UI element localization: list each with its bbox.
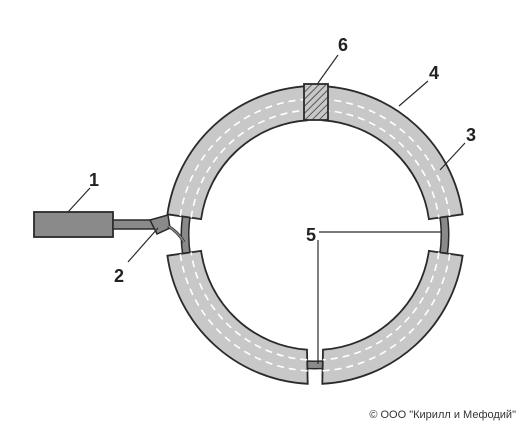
magnet-segment-se [321, 249, 464, 385]
inflector [148, 214, 171, 235]
label-1: 1 [89, 170, 99, 190]
magnet-segment-ne-dashes [322, 98, 451, 217]
leader-line-6 [317, 54, 339, 84]
leader-line-2 [127, 227, 159, 263]
inflector-curve-fill [167, 225, 185, 243]
label-2: 2 [114, 266, 124, 286]
label-4: 4 [429, 63, 439, 83]
label-3: 3 [466, 125, 476, 145]
leader-line-1 [67, 187, 91, 213]
leader-line-3 [439, 142, 466, 171]
label-5: 5 [306, 225, 316, 245]
magnet-segment-nw-dashes [179, 98, 308, 217]
magnet-segment-sw-dashes [179, 253, 308, 372]
injector-body [33, 211, 114, 238]
magnet-segment-se-dashes [322, 253, 451, 372]
resonator-block [303, 83, 329, 121]
magnet-segment-ne [321, 85, 464, 221]
leader-line-4 [398, 80, 429, 107]
magnet-segment-ne-dashes-inner [322, 109, 440, 218]
magnet-segment-sw-dashes-inner [190, 252, 308, 361]
magnet-segment-se-dashes-inner [322, 252, 440, 361]
magnet-segment-sw [166, 249, 309, 385]
magnet-segment-nw [166, 85, 309, 221]
copyright-text: © ООО "Кирилл и Мефодий" [369, 409, 516, 421]
label-6: 6 [338, 35, 348, 55]
magnet-segment-nw-dashes-inner [190, 109, 308, 218]
